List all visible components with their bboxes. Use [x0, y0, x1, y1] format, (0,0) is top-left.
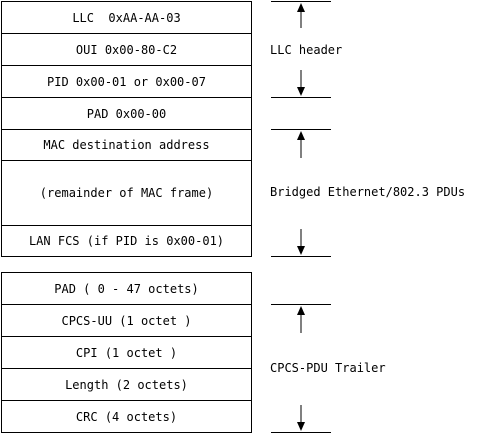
- field-pad: PAD 0x00-00: [1, 97, 252, 129]
- llc-header-up-arrowhead: [297, 3, 305, 12]
- trailer-stack: PAD ( 0 - 47 octets) CPCS-UU (1 octet ) …: [1, 272, 252, 433]
- llc-header-down-arrowhead: [297, 87, 305, 96]
- field-mac-destination: MAC destination address: [1, 129, 252, 160]
- llc-header-label: LLC header: [270, 43, 343, 57]
- field-mac-remainder: (remainder of MAC frame): [1, 160, 252, 225]
- field-llc: LLC 0xAA-AA-03: [1, 1, 252, 33]
- field-cpcs-uu: CPCS-UU (1 octet ): [1, 304, 252, 336]
- frame-header-stack: LLC 0xAA-AA-03 OUI 0x00-80-C2 PID 0x00-0…: [1, 1, 252, 257]
- field-trailer-pad: PAD ( 0 - 47 octets): [1, 272, 252, 304]
- trailer-down-arrowhead: [297, 422, 305, 431]
- cpcs-trailer-label: CPCS-PDU Trailer: [270, 361, 386, 375]
- field-oui: OUI 0x00-80-C2: [1, 33, 252, 65]
- field-length: Length (2 octets): [1, 368, 252, 400]
- bridged-down-arrowhead: [297, 246, 305, 255]
- bridged-pdus-label: Bridged Ethernet/802.3 PDUs: [270, 185, 466, 199]
- trailer-up-arrowhead: [297, 306, 305, 315]
- bridged-up-arrowhead: [297, 131, 305, 140]
- field-crc: CRC (4 octets): [1, 400, 252, 433]
- field-cpi: CPI (1 octet ): [1, 336, 252, 368]
- field-lan-fcs: LAN FCS (if PID is 0x00-01): [1, 225, 252, 257]
- field-pid: PID 0x00-01 or 0x00-07: [1, 65, 252, 97]
